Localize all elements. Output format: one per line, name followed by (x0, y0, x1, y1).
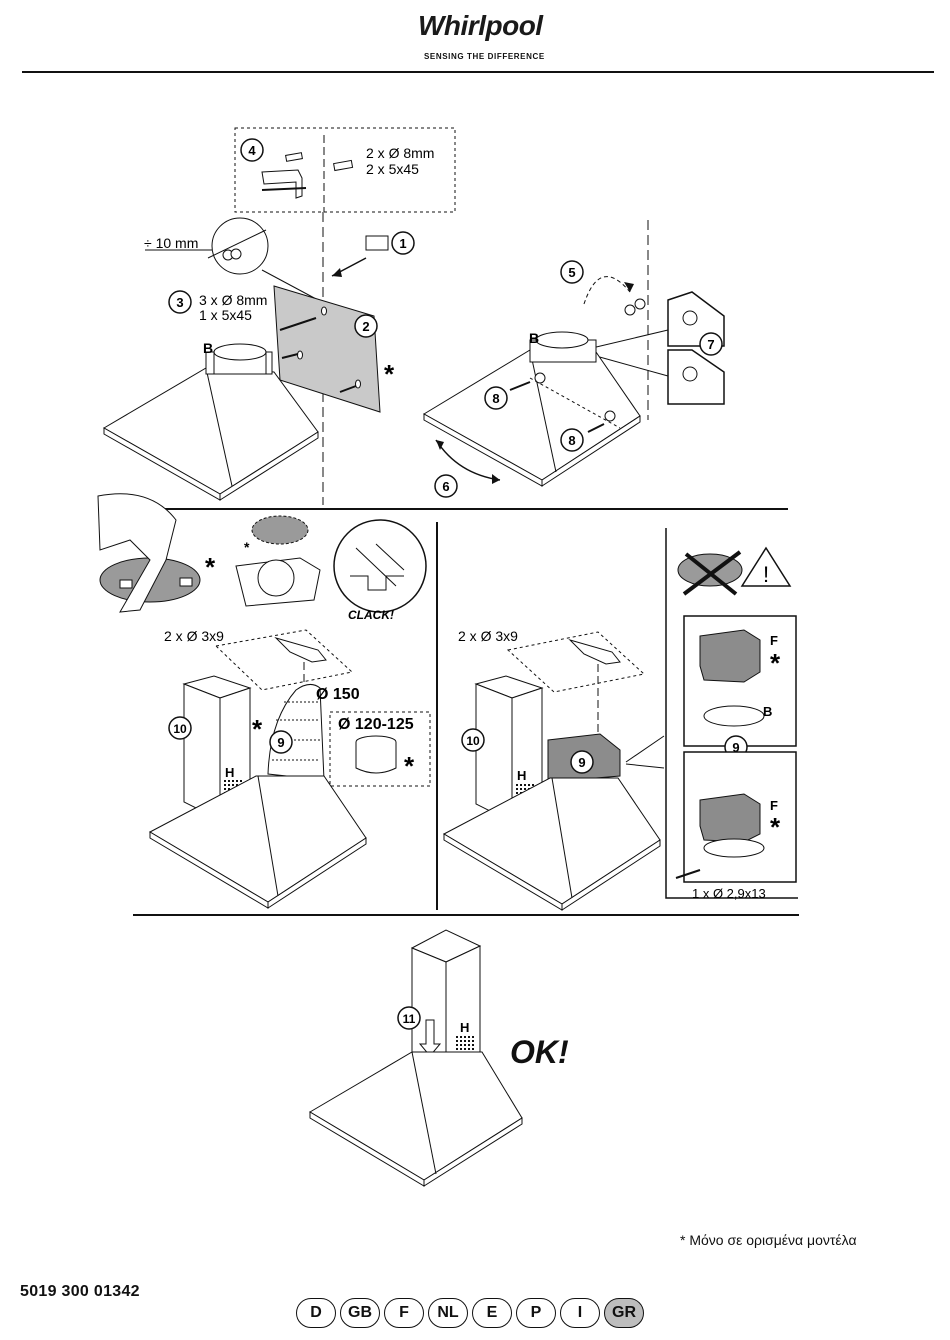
step4-detail-box (234, 127, 456, 213)
step10-number-a: 10 (173, 722, 187, 736)
chimney-label-h3: H (460, 1020, 469, 1035)
step8-number-b: 8 (568, 433, 575, 448)
lang-badge-f[interactable]: F (384, 1298, 424, 1328)
step4-spec-screws: 2 x 5x45 (366, 161, 419, 177)
gap-leader-line (261, 269, 319, 301)
optional-mark-3: * (244, 539, 250, 555)
step9-number-b: 9 (578, 755, 585, 770)
lang-badge-e[interactable]: E (472, 1298, 512, 1328)
step7-number: 7 (707, 337, 714, 352)
clack-detail-circle (333, 519, 427, 613)
duct-diameter-150: Ø 150 (316, 686, 360, 703)
step9-number-a: 9 (277, 735, 284, 750)
step7-badge (699, 332, 723, 356)
hand-drawing (97, 493, 177, 613)
optional-mark-7: * (770, 812, 781, 842)
step6-badge (434, 474, 458, 498)
hood-drawing-4 (442, 777, 661, 911)
optional-mark-4: * (252, 714, 263, 744)
brand-logo: Whirlpool (418, 10, 543, 41)
chimney-drawing-3 (410, 929, 482, 1071)
language-selector: D GB F NL E P I GR (296, 1298, 644, 1328)
optional-mark-1: * (384, 359, 395, 389)
step6-number: 6 (442, 479, 449, 494)
step3-spec-screws: 1 x 5x45 (199, 307, 252, 323)
lang-badge-nl[interactable]: NL (428, 1298, 468, 1328)
step9-badge-a (269, 730, 293, 754)
bracket-clip-drawing (365, 235, 389, 251)
step8-badge-a (484, 386, 508, 410)
chimney-label-h1: H (225, 765, 234, 780)
optional-mark-6: * (770, 648, 781, 678)
outlet-label-b2: B (529, 330, 539, 346)
step4-number: 4 (248, 143, 256, 158)
optional-mark-2: * (205, 552, 216, 582)
step4-badge (240, 138, 264, 162)
hood-drawing-5 (309, 1051, 523, 1187)
step9-badge-b (570, 750, 594, 774)
adapter-ring-drawing (355, 742, 397, 774)
step11-badge (397, 1006, 421, 1030)
slide-down-arrow (418, 1019, 442, 1057)
header-divider (22, 71, 934, 73)
chimney-bracket-drawing (274, 636, 327, 663)
step9-number-c: 9 (732, 740, 739, 755)
filter-label-f1: F (770, 633, 778, 648)
step2-badge (354, 314, 378, 338)
step5-badge (560, 260, 584, 284)
step3-badge (168, 290, 192, 314)
adapter-diameter: Ø 120-125 (338, 716, 414, 733)
lang-badge-gb[interactable]: GB (340, 1298, 380, 1328)
outlet-label-b3: B (763, 704, 772, 719)
optional-mark-5: * (404, 751, 415, 781)
lang-badge-d[interactable]: D (296, 1298, 336, 1328)
ok-confirmation: OK! (510, 1034, 569, 1070)
wall-plug-drawing (285, 152, 303, 162)
step10-badge-a (168, 716, 192, 740)
step1-number: 1 (399, 236, 406, 251)
filter-label-f2: F (770, 798, 778, 813)
outlet-label-b1: B (203, 340, 213, 356)
filter-detail (251, 515, 309, 545)
step5-number: 5 (568, 265, 575, 280)
wall-plug-drawing-2 (333, 159, 354, 172)
lang-badge-p[interactable]: P (516, 1298, 556, 1328)
step4-spec-plugs: 2 x Ø 8mm (366, 145, 434, 161)
adapter-detail-box (329, 711, 431, 787)
step1-badge (391, 231, 415, 255)
brand-tagline: SENSING THE DIFFERENCE (424, 52, 545, 61)
screw-drawing (261, 187, 307, 191)
step8-badge-b (560, 428, 584, 452)
step2-number: 2 (362, 319, 369, 334)
chimney-label-h2: H (517, 768, 526, 783)
hood-drawing-1 (103, 343, 319, 501)
warning-mark: ! (763, 562, 769, 587)
gap-detail-circle (211, 217, 269, 275)
step3-spec-plugs: 3 x Ø 8mm (199, 292, 267, 308)
step3-number: 3 (176, 295, 183, 310)
lang-badge-i[interactable]: I (560, 1298, 600, 1328)
filter-screw-spec: 1 x Ø 2,9x13 (692, 886, 766, 901)
gap-dimension: ÷ 10 mm (144, 235, 198, 251)
hood-drawing-3 (148, 775, 367, 909)
wall-bracket-drawing (261, 169, 303, 199)
chimney-bracket-drawing-2 (568, 638, 621, 665)
document-number: 5019 300 01342 (20, 1283, 140, 1300)
step10-number-b: 10 (466, 734, 480, 748)
lang-badge-gr[interactable]: GR (604, 1298, 644, 1328)
drilling-template (273, 285, 381, 413)
step10-badge-b (461, 728, 485, 752)
right-screws-spec: 2 x Ø 3x9 (458, 628, 518, 644)
left-screws-spec: 2 x Ø 3x9 (164, 628, 224, 644)
clack-text: CLACK! (348, 608, 394, 622)
hood-drawing-2 (423, 331, 641, 487)
step8-number-a: 8 (492, 391, 499, 406)
models-note: * Μόνο σε ορισμένα μοντέλα (680, 1232, 857, 1248)
warning-icon (740, 546, 792, 587)
step11-number: 11 (403, 1012, 416, 1026)
